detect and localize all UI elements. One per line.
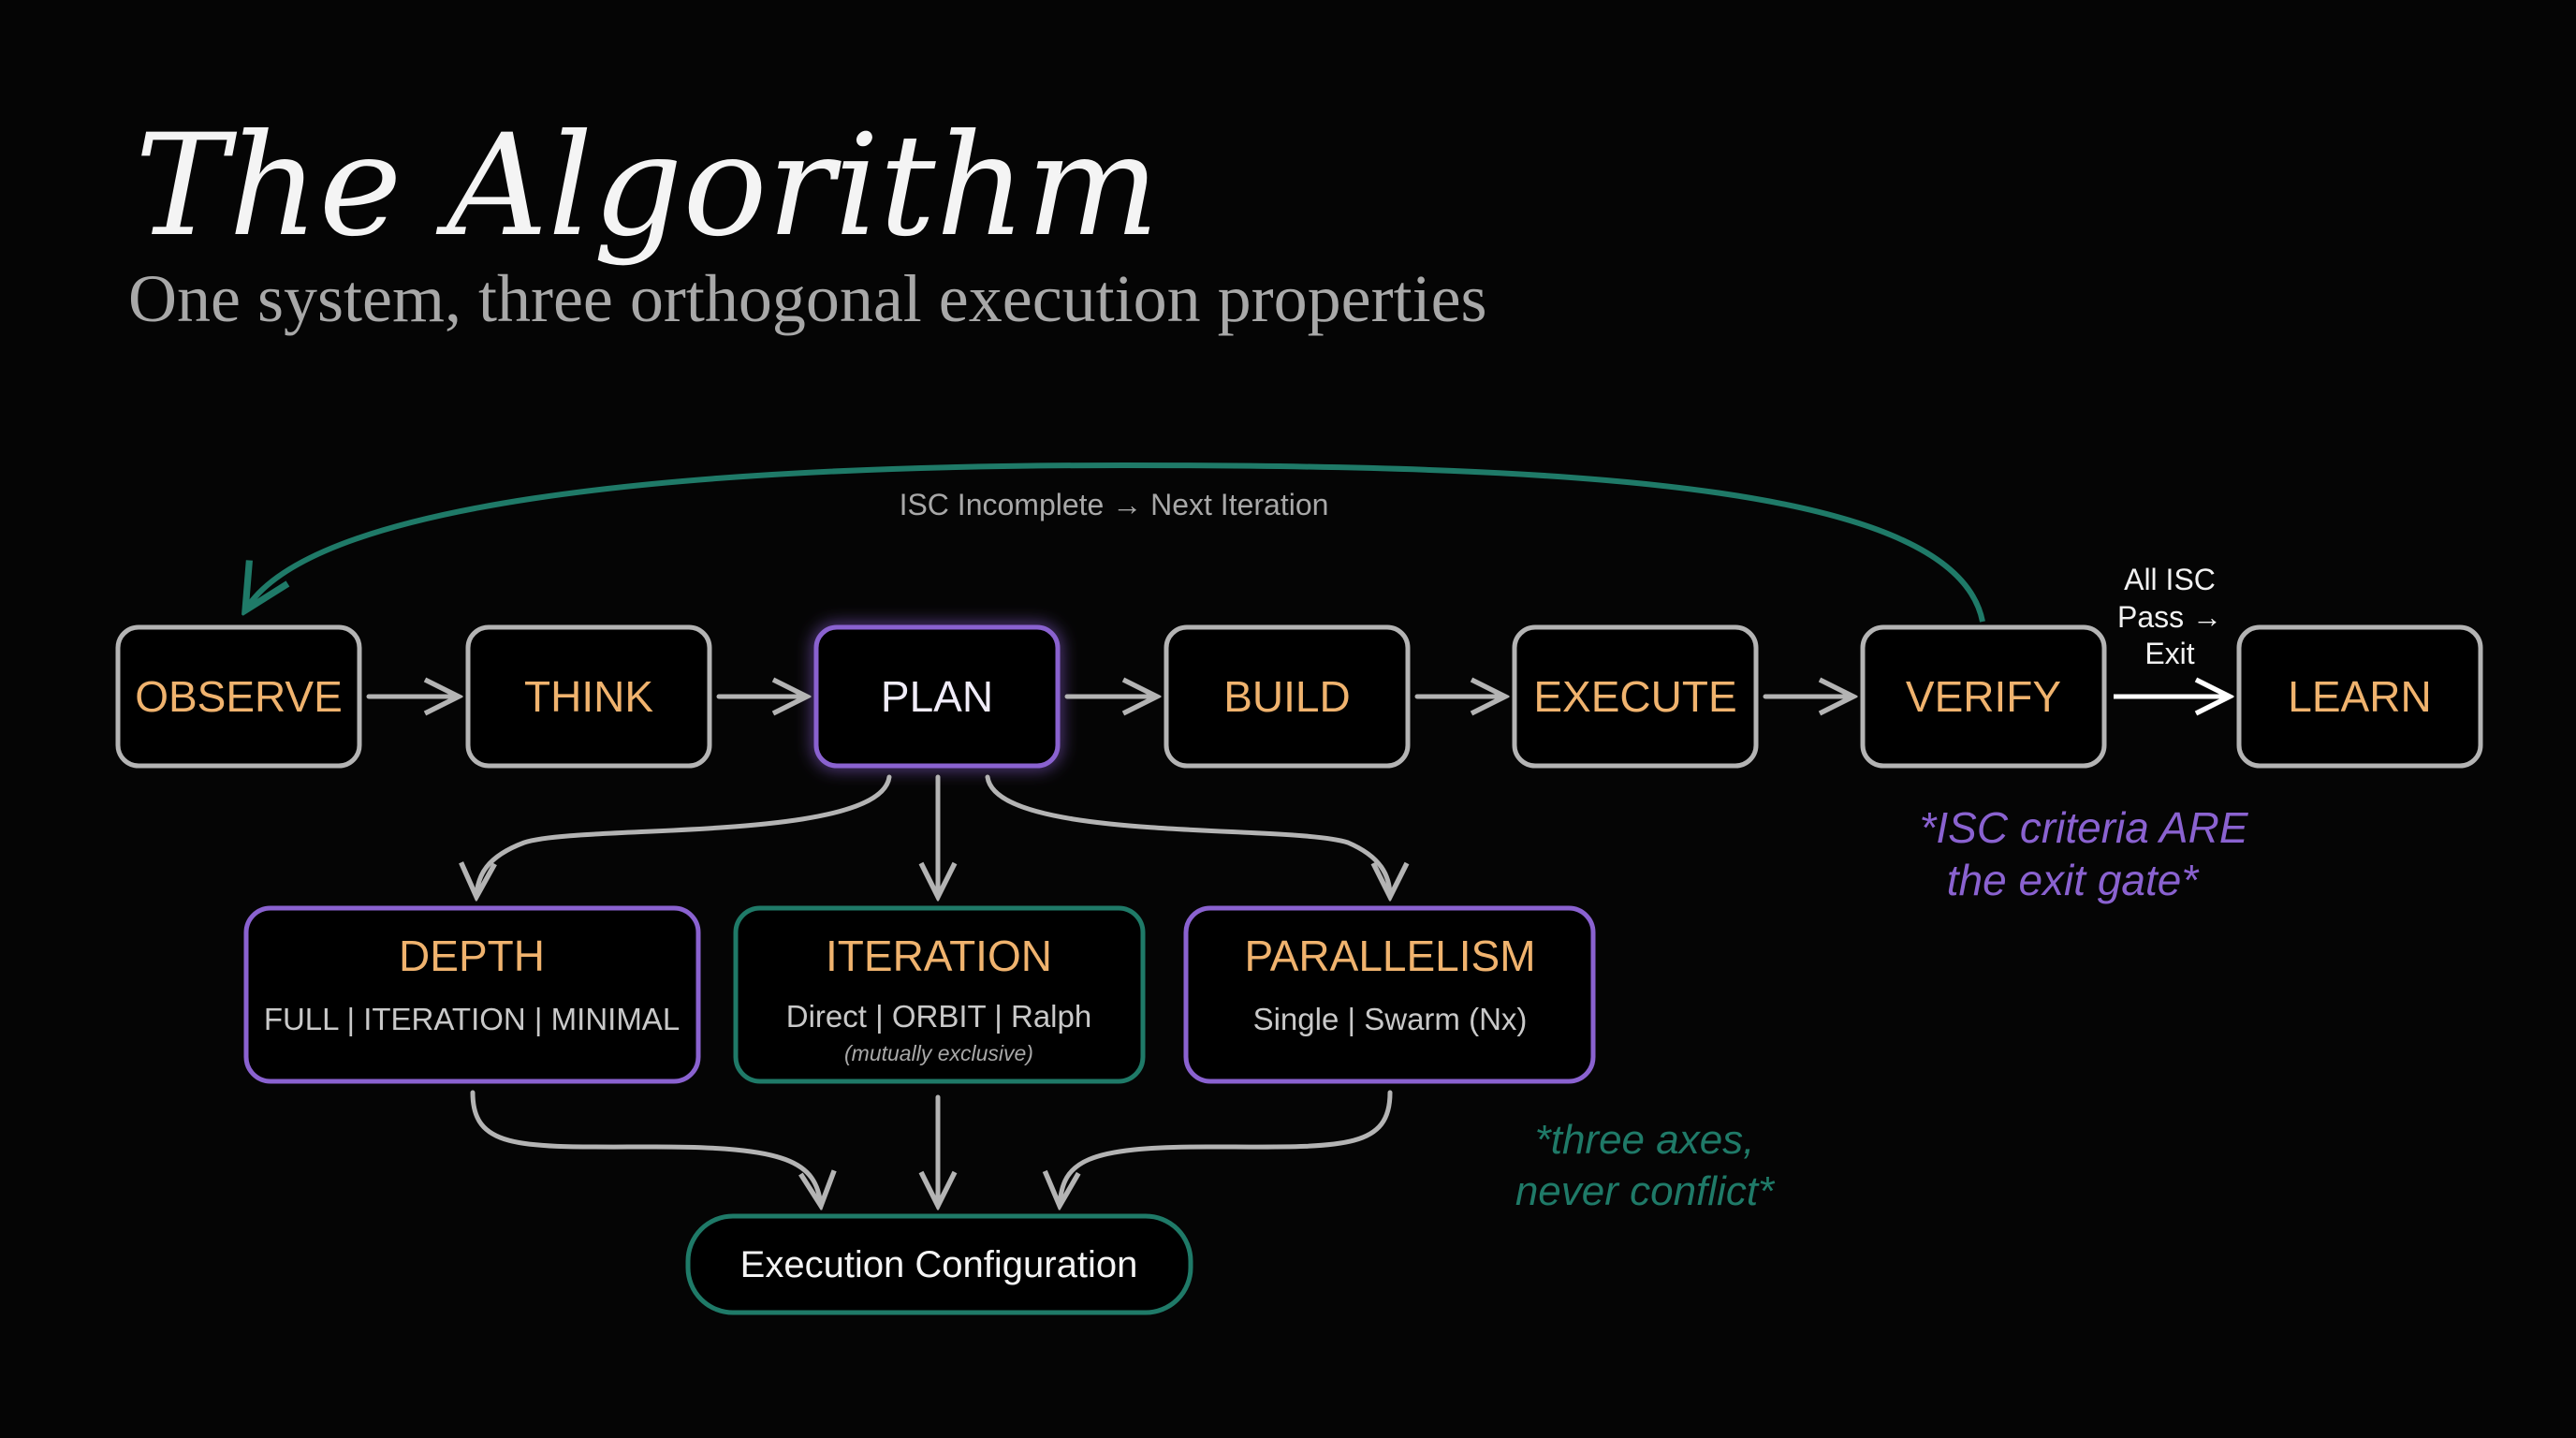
svg-text:the exit gate*: the exit gate* <box>1947 856 2201 904</box>
execution-configuration[interactable]: Execution Configuration <box>685 1213 1193 1315</box>
axis-title: DEPTH <box>399 932 545 980</box>
exit-label: All ISC Pass → Exit <box>2117 563 2222 670</box>
svg-text:Exit: Exit <box>2144 637 2194 670</box>
svg-text:*ISC criteria ARE: *ISC criteria ARE <box>1919 803 2248 852</box>
arrow-plan-depth <box>476 774 892 897</box>
svg-text:never conflict*: never conflict* <box>1515 1168 1776 1214</box>
stage-label: THINK <box>524 672 653 721</box>
stage-plan[interactable]: PLAN <box>813 624 1061 769</box>
stage-verify[interactable]: VERIFY <box>1860 624 2107 769</box>
axis-title: PARALLELISM <box>1244 932 1535 980</box>
axis-options: FULL | ITERATION | MINIMAL <box>264 1002 680 1036</box>
axes-note: *three axes, never conflict* <box>1515 1117 1776 1214</box>
exit-gate-note: *ISC criteria ARE the exit gate* <box>1919 803 2248 904</box>
page-title: The Algorithm <box>135 105 1160 268</box>
stage-execute[interactable]: EXECUTE <box>1512 624 1759 769</box>
arrow-parallelism-result <box>1060 1090 1393 1206</box>
stage-learn[interactable]: LEARN <box>2236 624 2483 769</box>
loop-label: ISC Incomplete → Next Iteration <box>900 488 1329 521</box>
stage-label: EXECUTE <box>1533 672 1736 721</box>
page-subtitle: One system, three orthogonal execution p… <box>128 261 1487 336</box>
result-label: Execution Configuration <box>740 1244 1138 1285</box>
stage-label: LEARN <box>2288 672 2431 721</box>
arrow-plan-parallelism <box>985 774 1390 897</box>
axis-iteration[interactable]: ITERATION Direct | ORBIT | Ralph (mutual… <box>733 905 1146 1084</box>
svg-text:Pass →: Pass → <box>2117 600 2222 634</box>
axis-options: Single | Swarm (Nx) <box>1253 1002 1528 1036</box>
stage-label: PLAN <box>881 672 993 721</box>
axis-depth[interactable]: DEPTH FULL | ITERATION | MINIMAL <box>243 905 701 1084</box>
plan-to-axes-arrows <box>476 774 1390 897</box>
stage-build[interactable]: BUILD <box>1164 624 1411 769</box>
arrow-depth-result <box>470 1090 821 1206</box>
axis-title: ITERATION <box>826 932 1052 980</box>
svg-text:All ISC: All ISC <box>2124 563 2216 596</box>
axes-to-result-arrows <box>470 1090 1393 1206</box>
axis-parallelism[interactable]: PARALLELISM Single | Swarm (Nx) <box>1183 905 1596 1084</box>
axis-note: (mutually exclusive) <box>844 1041 1033 1065</box>
stage-think[interactable]: THINK <box>465 624 712 769</box>
axis-options: Direct | ORBIT | Ralph <box>786 999 1091 1034</box>
stage-label: VERIFY <box>1906 672 2061 721</box>
stage-label: OBSERVE <box>135 672 343 721</box>
stage-observe[interactable]: OBSERVE <box>115 624 362 769</box>
loop-arrow <box>245 462 1985 623</box>
svg-text:*three axes,: *three axes, <box>1535 1117 1755 1163</box>
stage-label: BUILD <box>1223 672 1350 721</box>
